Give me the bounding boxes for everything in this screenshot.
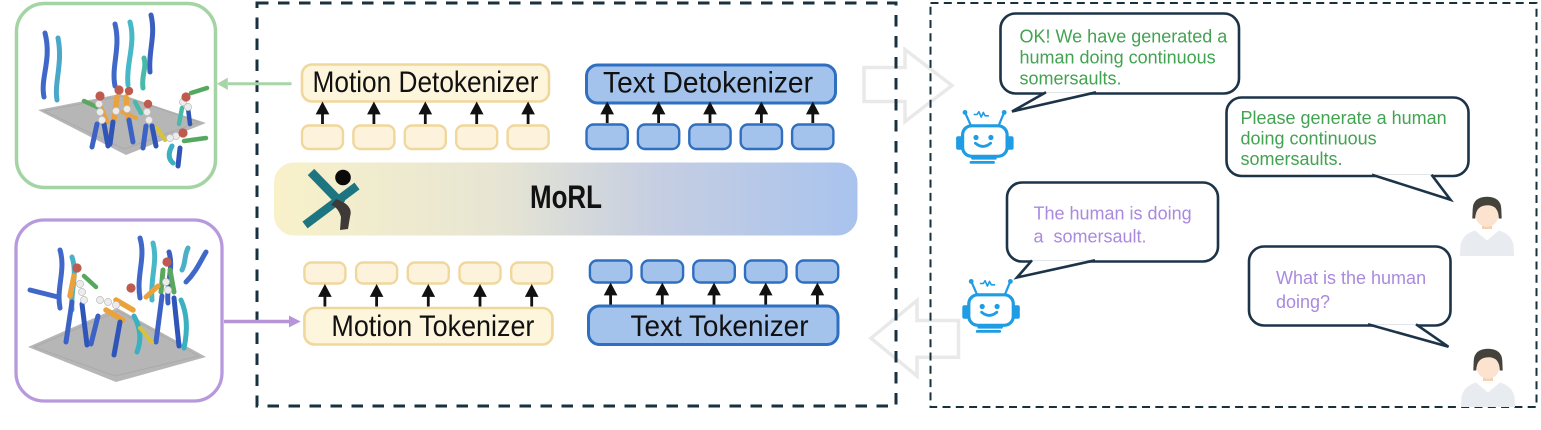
svg-text:Text Tokenizer: Text Tokenizer: [631, 310, 809, 343]
svg-text:somersaults.: somersaults.: [1020, 69, 1122, 89]
svg-text:doing continuous: doing continuous: [1241, 129, 1377, 149]
svg-text:Please generate a human: Please generate a human: [1241, 108, 1447, 128]
svg-text:The human is doing: The human is doing: [1034, 204, 1192, 224]
svg-text:Motion Tokenizer: Motion Tokenizer: [331, 310, 534, 343]
svg-text:MoRL: MoRL: [530, 179, 602, 215]
svg-text:Motion Detokenizer: Motion Detokenizer: [313, 66, 539, 99]
svg-text:somersaults.: somersaults.: [1241, 149, 1343, 169]
svg-text:Text Detokenizer: Text Detokenizer: [603, 67, 813, 100]
svg-text:human doing continuous: human doing continuous: [1020, 48, 1216, 68]
svg-text:doing?: doing?: [1276, 292, 1330, 312]
svg-text:a somersault.: a somersault.: [1034, 227, 1147, 247]
svg-text:What is the human: What is the human: [1276, 268, 1426, 288]
svg-text:OK! We have generated a: OK! We have generated a: [1020, 27, 1229, 47]
